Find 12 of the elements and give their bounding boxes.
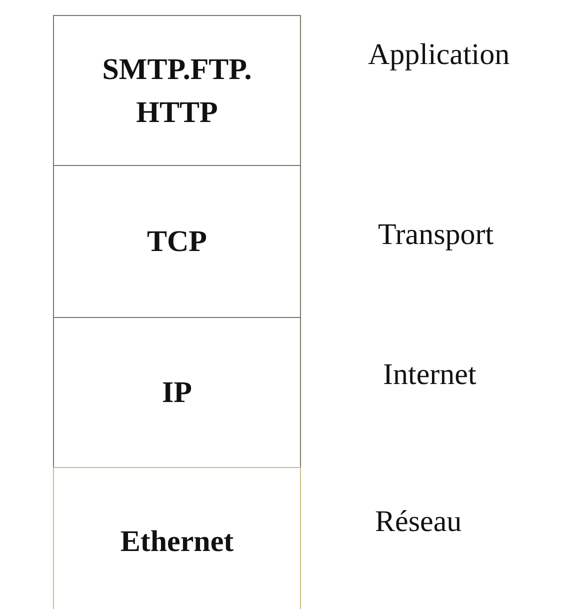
layer-protocol-label: SMTP.FTP. HTTP [101, 52, 253, 131]
layer-protocol-label: IP [161, 375, 193, 412]
layer-protocol-label: TCP [146, 224, 208, 260]
layer-box [53, 467, 301, 609]
layer-name-label: Internet [383, 358, 476, 392]
layer-box [53, 15, 301, 167]
layer-name-label: Application [368, 38, 510, 72]
layer-box [53, 317, 301, 469]
layer-name-label: Réseau [375, 505, 462, 539]
layer-name-label: Transport [378, 218, 494, 252]
layer-protocol-label: Ethernet [119, 524, 235, 560]
layer-box [53, 165, 301, 319]
